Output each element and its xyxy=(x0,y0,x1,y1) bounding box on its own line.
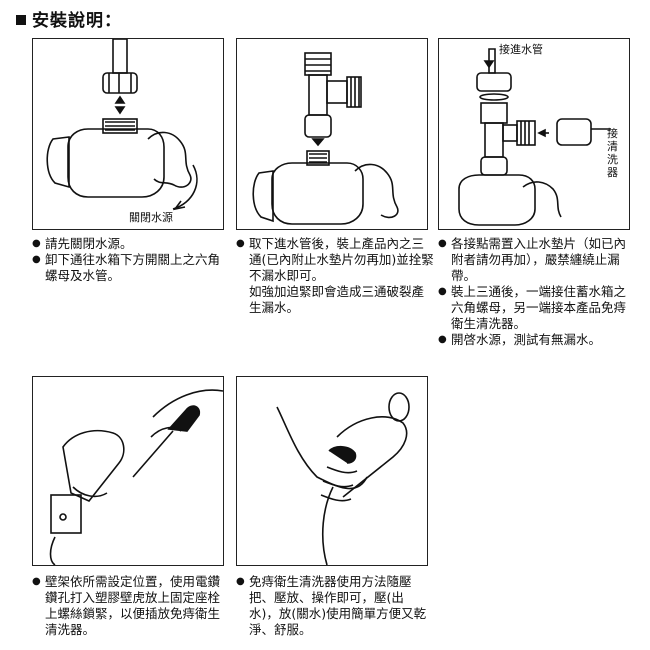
sprayer-nozzle xyxy=(388,392,410,422)
inlet-nut xyxy=(476,72,512,92)
hose-nut xyxy=(556,118,592,146)
tee-nut xyxy=(304,114,332,138)
valve-thread xyxy=(102,118,138,134)
tee-body xyxy=(308,74,328,116)
mount-diagram xyxy=(49,389,223,565)
hex-nut xyxy=(102,72,138,94)
instructions-3: 各接點需置入止水墊片（如已內附者請勿再加），嚴禁纏繞止漏帶。 裝上三通後，一端接… xyxy=(438,236,634,348)
valve-diagram: 關閉水源 xyxy=(46,39,198,224)
hand-outline xyxy=(152,389,223,418)
illustration-wall-mount xyxy=(32,376,224,566)
cleaner-label: 接清洗器 xyxy=(607,127,618,179)
illustration-usage xyxy=(236,376,428,566)
list-item: 請先關閉水源。 xyxy=(32,236,232,252)
tee-top xyxy=(480,102,508,124)
illustration-install-tee xyxy=(236,38,428,230)
tee-diagram xyxy=(252,52,399,225)
arrow-up-icon xyxy=(114,95,126,104)
valve-body xyxy=(458,174,536,226)
list-item: 卸下通往水箱下方開關上之六角螺母及水管。 xyxy=(32,252,232,284)
connection-diagram: 接進水管 xyxy=(458,42,611,226)
illustration-close-water: 關閉水源 xyxy=(32,38,224,230)
close-water-callout: 關閉水源 xyxy=(129,210,173,224)
pipe xyxy=(112,39,128,74)
list-item: 裝上三通後，一端接住蓄水箱之六角螺母，另一端接本產品免痔衛生清洗器。 xyxy=(438,284,634,332)
heading-text: 安裝說明： xyxy=(32,11,122,31)
list-item: 開啓水源，測試有無漏水。 xyxy=(438,332,634,348)
hand-outline xyxy=(276,406,368,490)
tee-body xyxy=(484,122,504,158)
sprayer-head xyxy=(62,429,125,502)
square-bullet-icon xyxy=(16,15,26,25)
sprayer-hose xyxy=(321,486,334,565)
instructions-5: 免痔衛生清洗器使用方法隨壓把、壓放、操作即可，壓(出水)，放(關水)使用簡單方便… xyxy=(236,574,432,638)
list-item: 取下進水管後，裝上產品內之三通(已內附止水墊片勿再加)並拴緊不漏水即可。 xyxy=(236,236,434,284)
arrow-left-icon xyxy=(537,128,546,138)
instructions-1: 請先關閉水源。 卸下通往水箱下方開關上之六角螺母及水管。 xyxy=(32,236,232,284)
arrow-down-icon xyxy=(483,60,495,69)
instructions-4: 壁架依所需設定位置，使用電鑽鑽孔打入塑膠壁虎放上固定座栓上螺絲鎖緊，以便插放免痔… xyxy=(32,574,228,638)
valve-body xyxy=(271,162,364,225)
wall-bracket xyxy=(50,494,82,534)
arrow-down-icon xyxy=(311,138,325,147)
valve-thread xyxy=(306,150,330,166)
screwdriver-shaft xyxy=(132,430,174,478)
valve-body xyxy=(67,128,165,198)
instructions-2: 取下進水管後，裝上產品內之三通(已內附止水墊片勿再加)並拴緊不漏水即可。 如強加… xyxy=(236,236,434,316)
sprayer-head xyxy=(336,416,408,498)
list-item: 各接點需置入止水墊片（如已內附者請勿再加），嚴禁纏繞止漏帶。 xyxy=(438,236,634,284)
list-item: 如強加迫緊即會造成三通破裂產生漏水。 xyxy=(249,284,425,315)
tee-thread xyxy=(346,76,362,108)
list-item: 壁架依所需設定位置，使用電鑽鑽孔打入塑膠壁虎放上固定座栓上螺絲鎖緊，以便插放免痔… xyxy=(32,574,228,638)
screwdriver-handle xyxy=(167,405,201,432)
tee-side xyxy=(502,124,518,142)
tee-nut xyxy=(480,156,508,176)
tee-thread xyxy=(516,120,536,146)
illustration-connect-hose: 接進水管 接清洗器 xyxy=(438,38,630,230)
inlet-label: 接進水管 xyxy=(499,42,543,56)
page-heading: 安裝說明： xyxy=(16,6,122,31)
usage-diagram xyxy=(276,392,410,565)
arrow-down-icon xyxy=(114,106,126,115)
washer xyxy=(479,93,509,101)
list-item: 免痔衛生清洗器使用方法隨壓把、壓放、操作即可，壓(出水)，放(關水)使用簡單方便… xyxy=(236,574,432,638)
tee-side xyxy=(326,80,348,104)
